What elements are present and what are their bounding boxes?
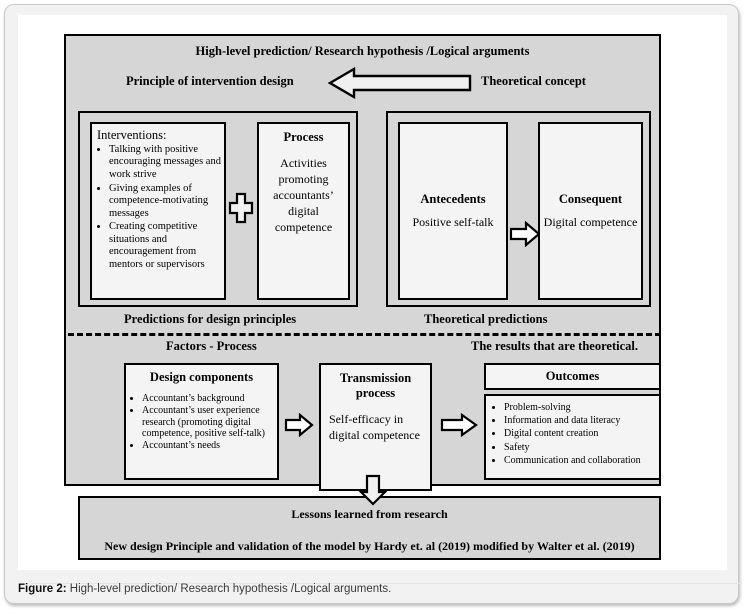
design-components-list: Accountant’s background Accountant’s use…	[129, 393, 274, 452]
outcomes-list: Problem-solving Information and data lit…	[488, 401, 657, 467]
lessons-learned-title: Lessons learned from research	[291, 507, 448, 521]
antecedents-box: Antecedents Positive self-talk	[398, 122, 508, 300]
principle-of-intervention-design-label: Principle of intervention design	[126, 74, 294, 88]
outcomes-header-box: Outcomes	[484, 363, 661, 390]
outcomes-title: Outcomes	[545, 369, 600, 383]
left-block-arrow-icon	[328, 67, 472, 99]
interventions-box: Interventions: Talking with positive enc…	[90, 122, 226, 300]
right-arrow-icon	[284, 413, 314, 437]
down-arrow-icon	[358, 474, 388, 506]
caption-divider	[31, 583, 740, 584]
interventions-list: Talking with positive encouraging messag…	[97, 144, 221, 271]
list-item: Accountant’s needs	[142, 440, 274, 452]
design-components-title: Design components	[149, 370, 254, 384]
transmission-process-title: Transmission process	[339, 371, 412, 400]
list-item: Problem-solving	[504, 401, 657, 414]
theoretical-results-label: The results that are theoretical.	[471, 339, 638, 353]
dashed-divider	[68, 333, 661, 336]
list-item: Giving examples of competence-motivating…	[109, 183, 221, 220]
list-item: Talking with positive encouraging messag…	[109, 144, 221, 181]
right-arrow-icon	[509, 221, 541, 247]
diagram-title: High-level prediction/ Research hypothes…	[195, 44, 530, 58]
consequent-box: Consequent Digital competence	[538, 122, 643, 300]
figure-area: High-level prediction/ Research hypothes…	[18, 15, 740, 584]
list-item: Creating competitive situations and enco…	[109, 221, 221, 271]
antecedents-body: Positive self-talk	[412, 215, 494, 229]
antecedents-title: Antecedents	[420, 192, 486, 206]
list-item: Digital content creation	[504, 427, 657, 440]
transmission-process-box: Transmission process Self-efficacy in di…	[319, 363, 432, 491]
outcomes-list-box: Problem-solving Information and data lit…	[484, 394, 661, 480]
consequent-title: Consequent	[558, 192, 623, 206]
lessons-learned-box: Lessons learned from research New design…	[78, 496, 661, 560]
lessons-learned-citation: New design Principle and validation of t…	[104, 539, 635, 553]
figure-caption-text: High-level prediction/ Research hypothes…	[66, 583, 392, 595]
model-diagram-panel: High-level prediction/ Research hypothes…	[64, 34, 661, 491]
interventions-title: Interventions:	[97, 128, 167, 142]
list-item: Information and data literacy	[504, 414, 657, 427]
predictions-for-design-principles-label: Predictions for design principles	[124, 312, 297, 326]
design-principles-group: Interventions: Talking with positive enc…	[78, 111, 358, 307]
theoretical-concept-label: Theoretical concept	[481, 74, 586, 88]
theoretical-predictions-label: Theoretical predictions	[424, 312, 548, 326]
figure-caption-label: Figure 2:	[18, 583, 67, 595]
list-item: Safety	[504, 441, 657, 454]
plus-connector-icon	[228, 192, 254, 224]
factors-process-label: Factors - Process	[166, 339, 257, 353]
transmission-process-body: Self-efficacy in digital competence	[329, 412, 420, 442]
list-item: Accountant’s background	[142, 393, 274, 405]
figure-caption: Figure 2: High-level prediction/ Researc…	[18, 583, 391, 595]
list-item: Accountant’s user experience research (p…	[142, 405, 274, 440]
consequent-body: Digital competence	[543, 215, 638, 229]
list-item: Communication and collaboration	[504, 454, 657, 467]
design-components-box: Design components Accountant’s backgroun…	[124, 363, 279, 480]
theoretical-predictions-group: Antecedents Positive self-talk Consequen…	[386, 111, 651, 307]
process-title: Process	[283, 130, 324, 144]
page-card: High-level prediction/ Research hypothes…	[4, 4, 740, 604]
right-arrow-icon	[440, 413, 478, 437]
process-box: Process Activities promoting accountants…	[257, 122, 350, 300]
process-body: Activities promoting accountants’ digita…	[273, 156, 334, 234]
